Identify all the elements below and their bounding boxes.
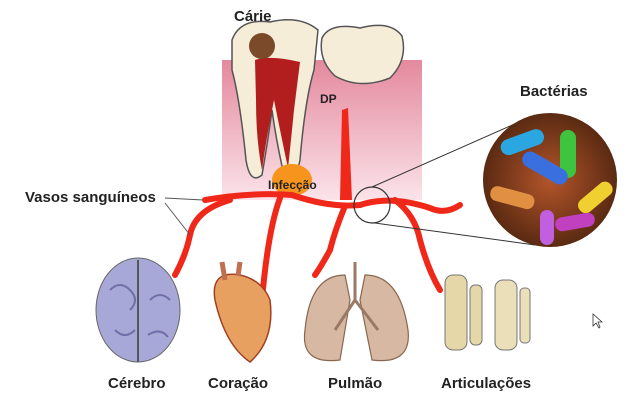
mouse-cursor-icon — [592, 313, 604, 329]
neighbor-tooth — [320, 24, 405, 85]
lung-label: Pulmão — [328, 375, 383, 392]
heart-label: Coração — [208, 375, 269, 392]
lung-image — [303, 262, 409, 362]
brain-image — [95, 257, 181, 363]
infection-label: Infecção — [268, 178, 317, 192]
caries-spot — [249, 33, 275, 59]
infection-spot — [272, 164, 312, 196]
caries-label: Cárie — [234, 8, 272, 25]
joints-image — [444, 274, 531, 351]
periodontal-pocket — [340, 108, 352, 200]
bacteria-label: Bactérias — [520, 83, 588, 100]
joints-label: Articulações — [441, 375, 532, 392]
blood-vessels-label: Vasos sanguíneos — [25, 189, 156, 206]
bacteria-image — [483, 113, 617, 247]
dp-label: DP — [320, 92, 337, 106]
brain-label: Cérebro — [108, 375, 166, 392]
heart-image — [213, 261, 272, 363]
